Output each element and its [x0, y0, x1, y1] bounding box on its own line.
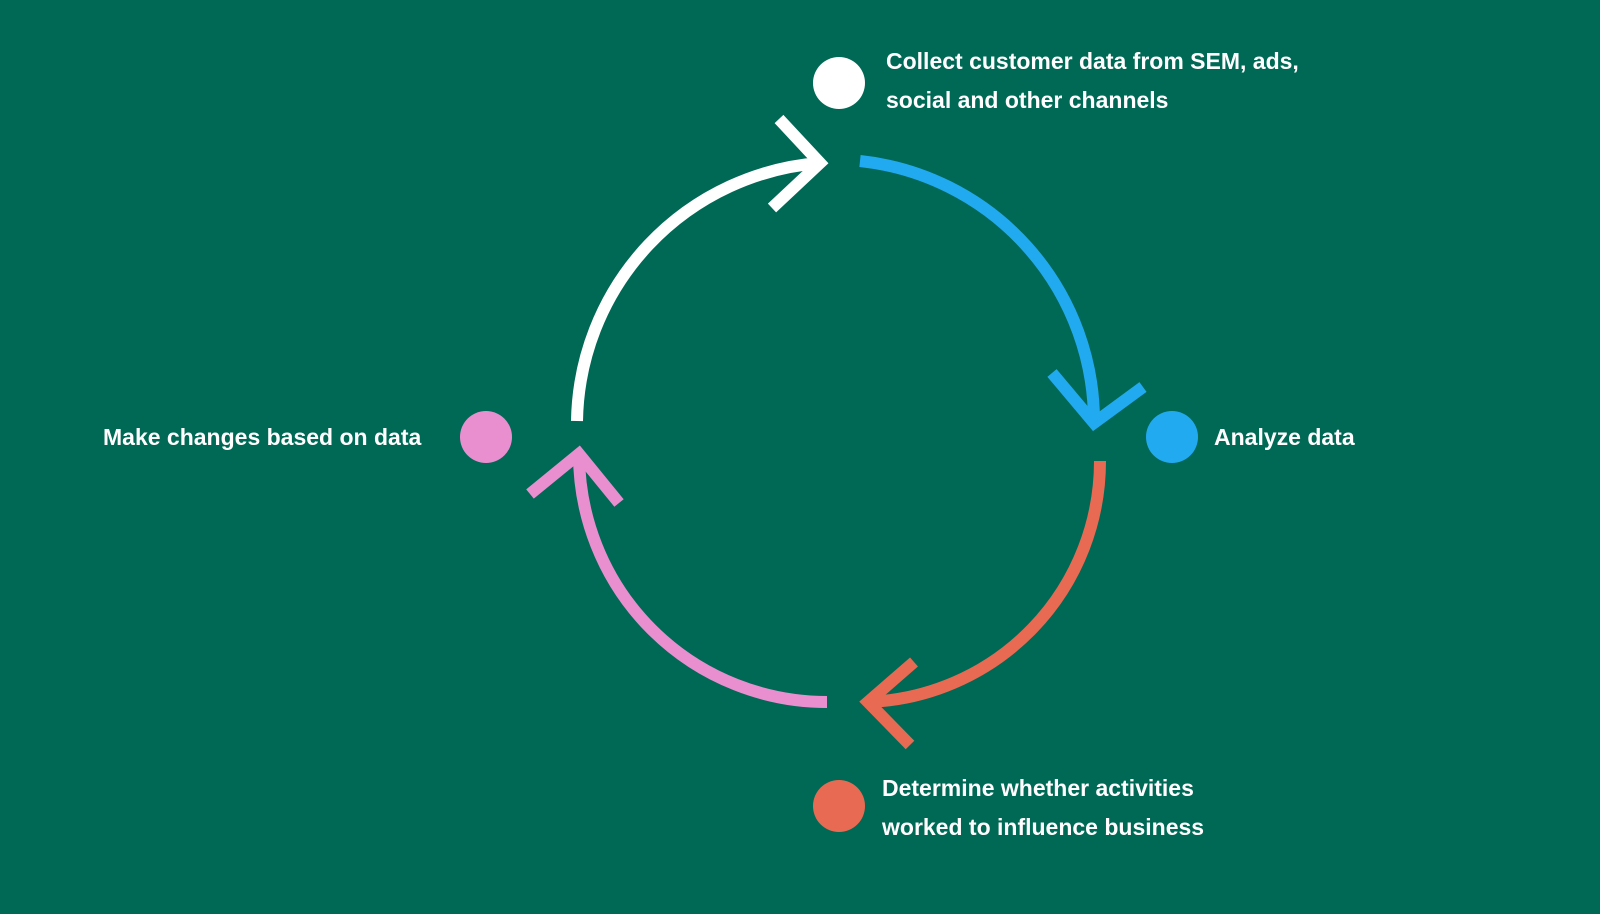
analyze-label-line1: Analyze data: [1214, 424, 1355, 450]
arrowhead-white: [767, 114, 829, 213]
analyze-label: Analyze data: [1214, 418, 1355, 457]
arrowhead-blue: [1047, 369, 1147, 432]
collect-dot: [813, 57, 865, 109]
collect-label: Collect customer data from SEM, ads, soc…: [886, 42, 1299, 120]
changes-label: Make changes based on data: [103, 418, 421, 457]
changes-dot: [460, 411, 512, 463]
arc-white: [571, 157, 821, 422]
changes-label-line1: Make changes based on data: [103, 424, 422, 450]
arc-orange: [867, 460, 1106, 708]
arrowhead-pink: [526, 445, 624, 507]
analyze-dot: [1146, 411, 1198, 463]
determine-label-line2: worked to influence business: [882, 814, 1205, 840]
arrow-collect-to-analyze: [859, 155, 1147, 432]
collect-label-line1: Collect customer data from SEM, ads,: [886, 48, 1299, 74]
arrowhead-orange: [859, 657, 918, 750]
arrow-determine-to-changes: [526, 445, 828, 708]
determine-dot: [813, 780, 865, 832]
arrow-changes-to-collect: [571, 114, 829, 422]
collect-label-line2: social and other channels: [886, 87, 1169, 113]
determine-label: Determine whether activities worked to i…: [882, 769, 1204, 847]
arc-pink: [573, 453, 828, 708]
arc-blue: [859, 155, 1101, 424]
determine-label-line1: Determine whether activities: [882, 775, 1194, 801]
arrow-analyze-to-determine: [859, 460, 1106, 750]
